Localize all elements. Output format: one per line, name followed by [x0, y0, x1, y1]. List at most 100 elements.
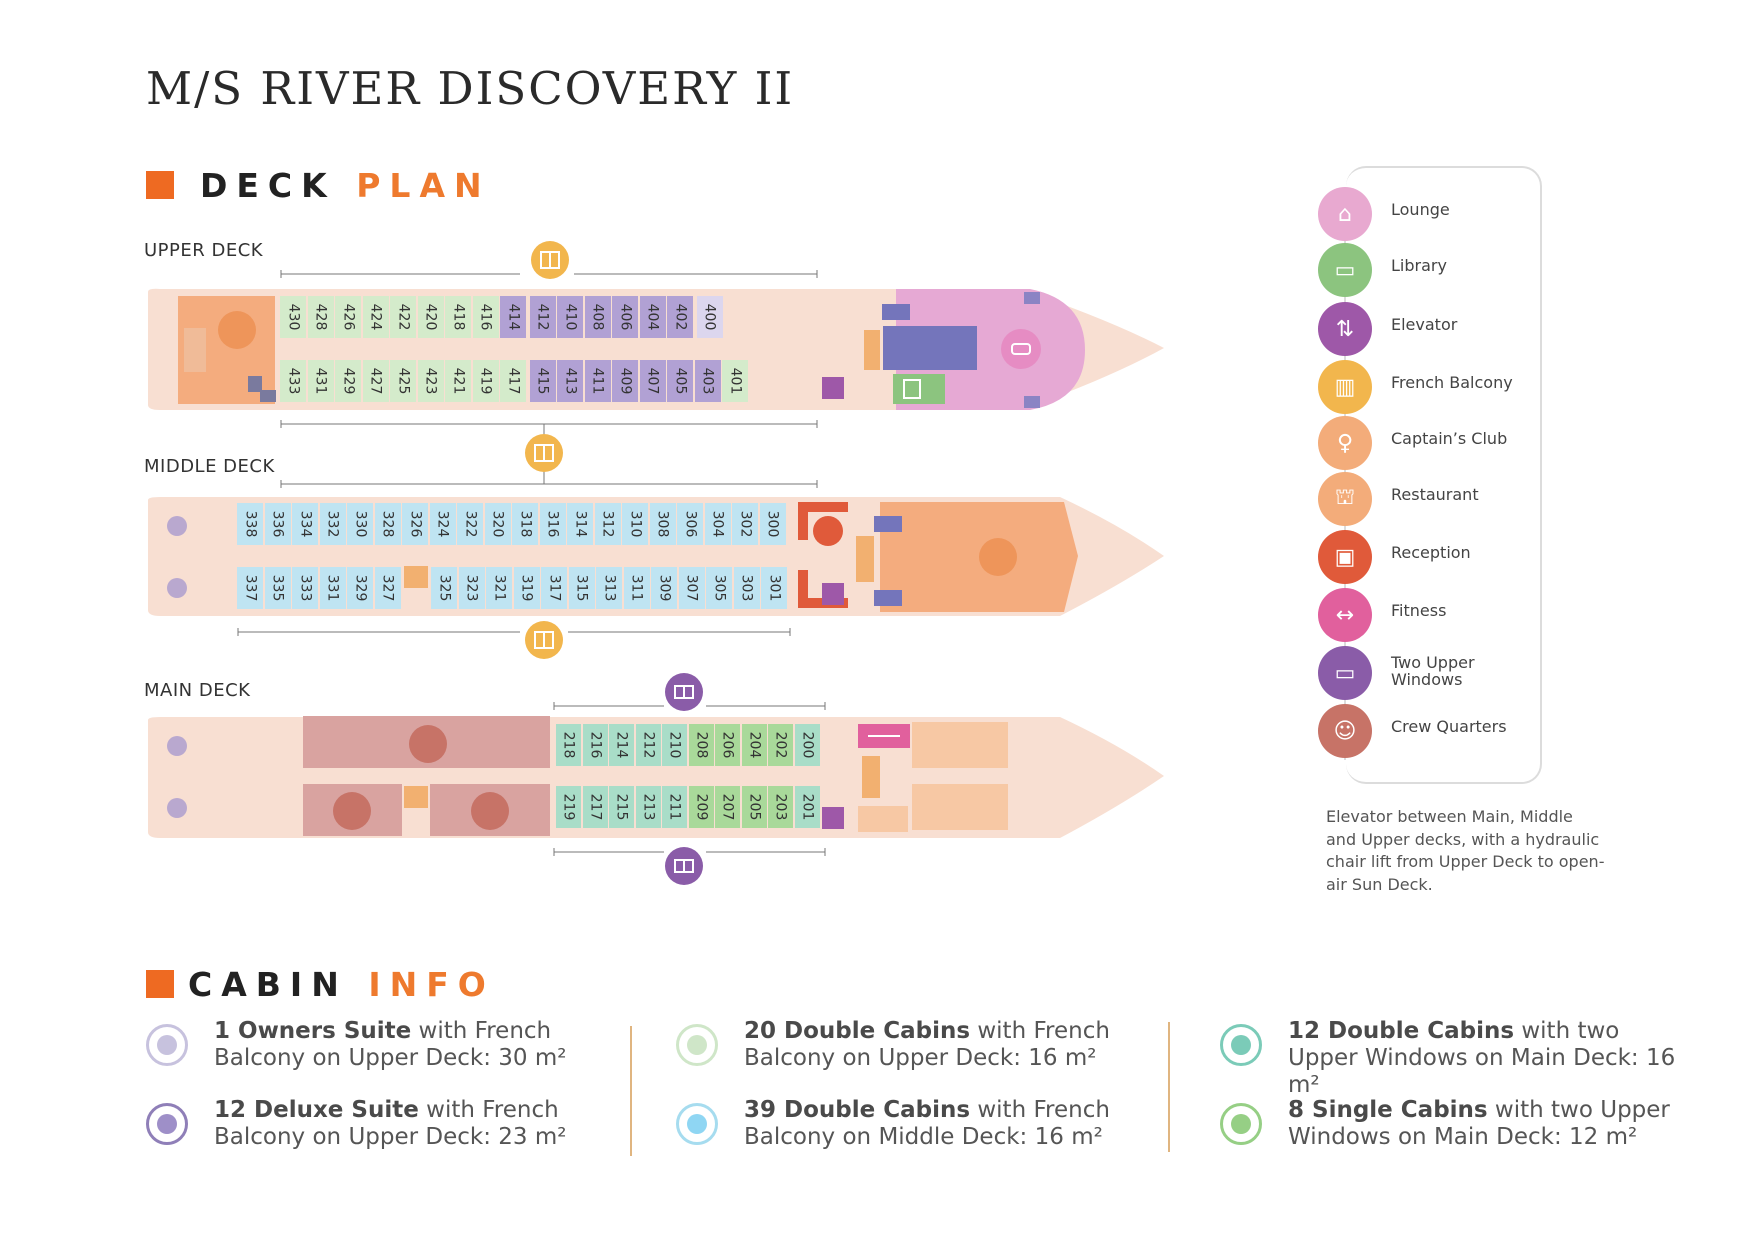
cabin-313[interactable]: 313	[596, 567, 622, 609]
cabin-321[interactable]: 321	[486, 567, 512, 609]
cabin-327[interactable]: 327	[374, 567, 401, 609]
cabin-410[interactable]: 410	[557, 296, 583, 338]
cabin-320[interactable]: 320	[484, 503, 511, 545]
cabin-408[interactable]: 408	[584, 296, 611, 338]
cabin-334[interactable]: 334	[292, 503, 318, 545]
cabin-422[interactable]: 422	[390, 296, 416, 338]
cabin-407[interactable]: 407	[639, 360, 666, 402]
cabin-332[interactable]: 332	[319, 503, 346, 545]
cabin-218[interactable]: 218	[556, 724, 581, 766]
cabin-217[interactable]: 217	[582, 786, 608, 828]
cabin-205[interactable]: 205	[741, 786, 767, 828]
cabin-201[interactable]: 201	[794, 786, 820, 828]
cabin-219[interactable]: 219	[556, 786, 581, 828]
cabin-215[interactable]: 215	[609, 786, 634, 828]
cabin-419[interactable]: 419	[472, 360, 499, 402]
cabin-302[interactable]: 302	[732, 503, 758, 545]
cabin-338[interactable]: 338	[237, 503, 263, 545]
cabin-308[interactable]: 308	[649, 503, 676, 545]
cabin-318[interactable]: 318	[512, 503, 538, 545]
cabin-322[interactable]: 322	[457, 503, 483, 545]
cabin-301[interactable]: 301	[761, 567, 787, 609]
cabin-415[interactable]: 415	[529, 360, 556, 402]
legend-item-library: ▭Library	[1318, 243, 1558, 297]
cabin-337[interactable]: 337	[237, 567, 263, 609]
cabin-209[interactable]: 209	[688, 786, 714, 828]
cabin-433[interactable]: 433	[280, 360, 306, 402]
cabin-414[interactable]: 414	[500, 296, 526, 338]
cabin-329[interactable]: 329	[347, 567, 373, 609]
cabin-204[interactable]: 204	[741, 724, 767, 766]
cabin-428[interactable]: 428	[307, 296, 334, 338]
cabin-310[interactable]: 310	[622, 503, 648, 545]
cabin-319[interactable]: 319	[513, 567, 540, 609]
cabin-210[interactable]: 210	[662, 724, 687, 766]
cabin-403[interactable]: 403	[694, 360, 721, 402]
cabin-311[interactable]: 311	[623, 567, 650, 609]
cabin-208[interactable]: 208	[688, 724, 714, 766]
cabin-214[interactable]: 214	[609, 724, 634, 766]
cabin-406[interactable]: 406	[612, 296, 638, 338]
cabin-418[interactable]: 418	[445, 296, 471, 338]
cabin-427[interactable]: 427	[362, 360, 389, 402]
cabin-number: 216	[587, 731, 604, 759]
cabin-316[interactable]: 316	[539, 503, 566, 545]
cabin-421[interactable]: 421	[445, 360, 471, 402]
cabin-425[interactable]: 425	[390, 360, 416, 402]
cabin-413[interactable]: 413	[557, 360, 583, 402]
cabin-306[interactable]: 306	[677, 503, 703, 545]
cabin-423[interactable]: 423	[417, 360, 444, 402]
cabin-400[interactable]: 400	[696, 296, 723, 338]
cabin-212[interactable]: 212	[635, 724, 661, 766]
cabin-430[interactable]: 430	[280, 296, 306, 338]
cabin-200[interactable]: 200	[794, 724, 820, 766]
legend-item-french-balcony: ▥French Balcony	[1318, 360, 1558, 414]
cabin-411[interactable]: 411	[584, 360, 611, 402]
cabin-324[interactable]: 324	[429, 503, 456, 545]
cabin-335[interactable]: 335	[264, 567, 291, 609]
cabin-211[interactable]: 211	[662, 786, 687, 828]
cabin-431[interactable]: 431	[307, 360, 334, 402]
cabin-328[interactable]: 328	[374, 503, 401, 545]
cabin-412[interactable]: 412	[529, 296, 556, 338]
cabin-429[interactable]: 429	[335, 360, 361, 402]
cabin-317[interactable]: 317	[541, 567, 567, 609]
cabin-300[interactable]: 300	[759, 503, 786, 545]
cabin-213[interactable]: 213	[635, 786, 661, 828]
cabin-number: 307	[683, 574, 700, 602]
cabin-405[interactable]: 405	[667, 360, 693, 402]
cabin-312[interactable]: 312	[594, 503, 621, 545]
cabin-402[interactable]: 402	[667, 296, 693, 338]
cabin-401[interactable]: 401	[722, 360, 748, 402]
cabin-info-desc: with French Balcony on Upper Deck: 23 m²	[214, 1097, 567, 1150]
cabin-426[interactable]: 426	[335, 296, 361, 338]
restaurant-icon: ⛫	[1318, 472, 1372, 526]
cabin-207[interactable]: 207	[715, 786, 740, 828]
cabin-206[interactable]: 206	[715, 724, 740, 766]
cabin-203[interactable]: 203	[768, 786, 793, 828]
cabin-330[interactable]: 330	[347, 503, 373, 545]
cabin-331[interactable]: 331	[319, 567, 346, 609]
cabin-404[interactable]: 404	[639, 296, 666, 338]
cabin-417[interactable]: 417	[500, 360, 526, 402]
cabin-216[interactable]: 216	[582, 724, 608, 766]
cabin-323[interactable]: 323	[458, 567, 485, 609]
cabin-number: 318	[517, 510, 534, 538]
stairs-main-center	[404, 786, 428, 808]
cabin-420[interactable]: 420	[417, 296, 444, 338]
cabin-326[interactable]: 326	[402, 503, 428, 545]
cabin-416[interactable]: 416	[472, 296, 499, 338]
cabin-309[interactable]: 309	[651, 567, 677, 609]
cabin-325[interactable]: 325	[431, 567, 457, 609]
cabin-315[interactable]: 315	[568, 567, 595, 609]
cabin-314[interactable]: 314	[567, 503, 593, 545]
cabin-307[interactable]: 307	[678, 567, 705, 609]
cabin-202[interactable]: 202	[768, 724, 793, 766]
cabin-424[interactable]: 424	[362, 296, 389, 338]
cabin-409[interactable]: 409	[612, 360, 638, 402]
cabin-336[interactable]: 336	[264, 503, 291, 545]
cabin-303[interactable]: 303	[733, 567, 760, 609]
cabin-305[interactable]: 305	[706, 567, 732, 609]
cabin-304[interactable]: 304	[704, 503, 731, 545]
cabin-333[interactable]: 333	[292, 567, 318, 609]
